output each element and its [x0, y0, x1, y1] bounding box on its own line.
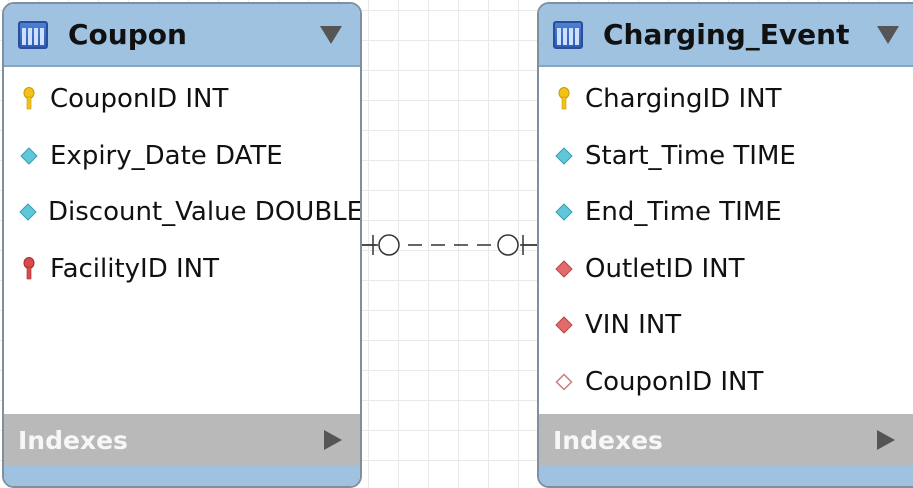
column-row[interactable]: End_Time TIME [539, 184, 913, 241]
zero-mark-right [497, 234, 519, 256]
table-icon [18, 20, 48, 49]
table-footer [4, 466, 360, 486]
column-row[interactable]: Discount_Value DOUBLE [4, 184, 360, 241]
column-row[interactable]: OutletID INT [539, 241, 913, 298]
foreign-key-icon [18, 256, 40, 282]
indexes-section[interactable]: Indexes [539, 414, 913, 466]
zero-mark-left [378, 234, 400, 256]
column-label: Expiry_Date DATE [50, 140, 283, 171]
collapse-caret-icon[interactable] [320, 26, 342, 44]
expand-arrow-icon[interactable] [877, 430, 895, 450]
column-list: ChargingID INT Start_Time TIME End_Time … [539, 67, 913, 410]
table-icon [553, 20, 583, 49]
column-icon [18, 143, 40, 169]
nullable-fk-icon [553, 369, 575, 395]
column-label: ChargingID INT [585, 84, 782, 115]
column-row[interactable]: CouponID INT [4, 71, 360, 128]
column-row[interactable]: VIN INT [539, 297, 913, 354]
column-label: CouponID INT [585, 366, 764, 397]
column-row[interactable]: Expiry_Date DATE [4, 128, 360, 185]
table-header[interactable]: Coupon [4, 4, 360, 67]
column-label: Discount_Value DOUBLE [48, 197, 362, 228]
column-label: FacilityID INT [50, 253, 219, 284]
column-list: CouponID INT Expiry_Date DATE Discount_V… [4, 67, 360, 297]
not-null-fk-icon [553, 256, 575, 282]
column-label: VIN INT [585, 310, 682, 341]
column-label: End_Time TIME [585, 197, 782, 228]
primary-key-icon [18, 86, 40, 112]
column-label: CouponID INT [50, 84, 229, 115]
column-row[interactable]: ChargingID INT [539, 71, 913, 128]
table-title: Charging_Event [603, 18, 850, 51]
column-icon [553, 199, 575, 225]
table-title: Coupon [68, 18, 187, 51]
collapse-caret-icon[interactable] [877, 26, 899, 44]
column-icon [553, 143, 575, 169]
not-null-fk-icon [553, 312, 575, 338]
table-footer [539, 466, 913, 486]
column-row[interactable]: CouponID INT [539, 354, 913, 411]
column-label: OutletID INT [585, 253, 745, 284]
table-coupon[interactable]: Coupon CouponID INT Expiry_Date DATE Dis… [2, 2, 362, 488]
column-row[interactable]: FacilityID INT [4, 241, 360, 298]
expand-arrow-icon[interactable] [324, 430, 342, 450]
primary-key-icon [553, 86, 575, 112]
indexes-label: Indexes [18, 425, 128, 455]
table-charging-event[interactable]: Charging_Event ChargingID INT Start_Time… [537, 2, 913, 488]
indexes-label: Indexes [553, 425, 663, 455]
column-row[interactable]: Start_Time TIME [539, 128, 913, 185]
table-header[interactable]: Charging_Event [539, 4, 913, 67]
indexes-section[interactable]: Indexes [4, 414, 360, 466]
column-label: Start_Time TIME [585, 140, 796, 171]
column-icon [18, 199, 38, 225]
